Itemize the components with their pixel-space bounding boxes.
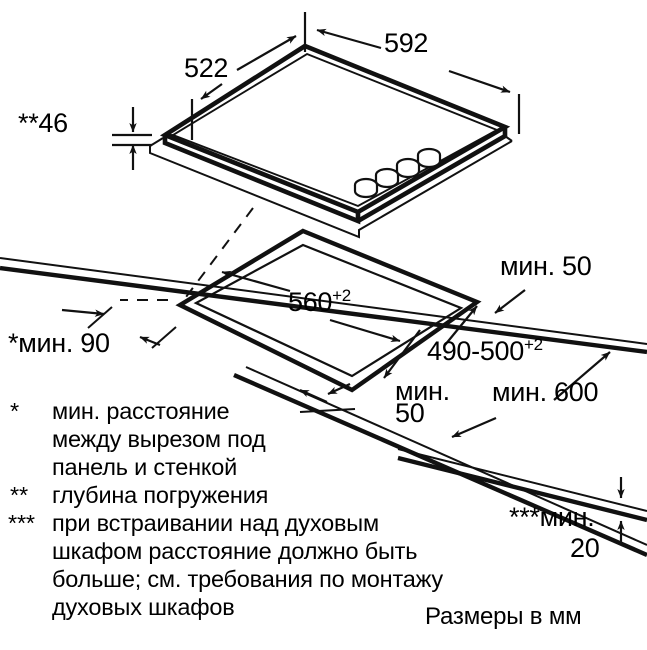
dimension-490-500-tolerance: +2 (524, 335, 543, 354)
dimension-min-50-front-label-line2: 50 (395, 398, 425, 428)
dimension-560-leaders (221, 270, 401, 343)
dimension-min-50-rear-label: мин. 50 (500, 251, 592, 281)
knob-3 (395, 157, 421, 179)
dimension-560-value: 560 (288, 287, 333, 317)
footnote-marker-3: *** (8, 510, 35, 536)
footnote-2-line-1: глубина погружения (52, 482, 269, 508)
dimension-490-500-leaders (383, 305, 478, 379)
dimension-min-50-rear-leader (494, 289, 526, 314)
worktop-rear-edge (0, 257, 647, 355)
dimension-560-label: 560+2 (288, 287, 351, 316)
footnote-3-line-4: духовых шкафов (52, 594, 235, 620)
dimension-490-500-value: 490-500 (427, 336, 524, 366)
knob-1 (353, 177, 379, 199)
dimension-min-600-leader (451, 351, 611, 439)
footnote-3-line-1: при встраивании над духовым (52, 510, 379, 536)
control-knobs (353, 147, 442, 199)
dimension-min-50-front-label-line1: мин. (395, 376, 450, 406)
footnote-3-line-2: шкафом расстояние должно быть (52, 538, 418, 564)
dimension-min-90-label: *мин. 90 (8, 328, 110, 358)
footnote-marker-1: * (10, 398, 19, 424)
oven-gap-wall (397, 448, 647, 523)
dimension-592-label: 592 (384, 28, 429, 58)
dimension-46-label: **46 (18, 108, 68, 138)
footnote-1-line-3: панель и стенкой (52, 454, 238, 480)
dimension-min-600-label: мин. 600 (492, 377, 599, 407)
dimension-522-label: 522 (184, 53, 229, 83)
footnote-3-line-3: больше; см. требования по монтажу (52, 566, 443, 592)
dimension-min-20-label-line1: ***мин. (509, 502, 595, 532)
cutout-opening (175, 228, 482, 393)
dimension-min-50-front-leader (299, 382, 356, 413)
footnote-marker-2: ** (10, 482, 28, 508)
hob-body (149, 43, 513, 239)
dimension-522-leaders (190, 35, 297, 140)
units-note: Размеры в мм (425, 603, 582, 630)
dimension-592-leaders (303, 12, 521, 134)
footnote-1-line-2: между вырезом под (52, 426, 266, 452)
footnote-1-line-1: мин. расстояние (52, 398, 230, 424)
dimension-min-20-label-line2: 20 (570, 533, 600, 563)
dimension-490-500-label: 490-500+2 (427, 336, 543, 365)
dimension-560-tolerance: +2 (332, 286, 351, 305)
dimension-46-leaders (112, 107, 152, 170)
knob-4 (416, 147, 442, 169)
knob-2 (374, 167, 400, 189)
projection-lines (120, 207, 254, 306)
dimension-min-90-leaders (61, 306, 177, 349)
